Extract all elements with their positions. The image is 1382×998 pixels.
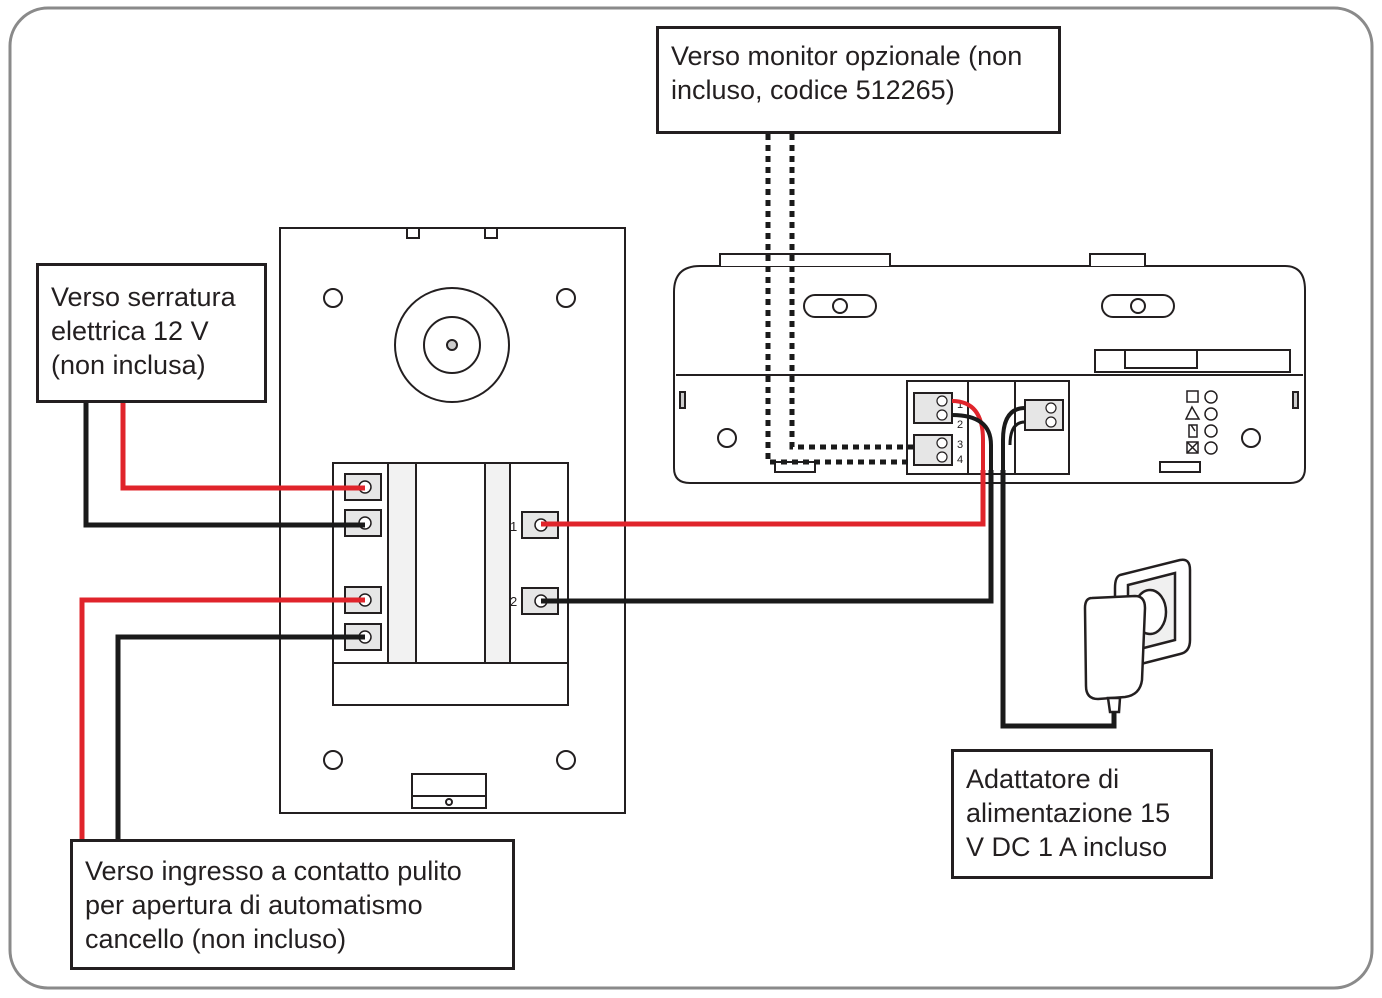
label-line: Adattatore di [966,764,1120,794]
wire-bus-black [541,470,994,604]
lock-icon [1188,424,1198,438]
terminal-number: 1 [957,399,963,411]
terminal-number: 3 [957,439,963,451]
terminal-number: 1 [510,519,517,534]
wire-internal-black [951,413,993,470]
status-icons [1184,390,1218,455]
wire-optional-monitor-2 [789,134,914,450]
power-adapter [1083,558,1192,714]
screw-hole [323,288,343,308]
terminal-screw [1045,416,1057,428]
wire-lock-red [120,403,365,491]
terminal-block-divider-right [484,462,511,664]
label-line: cancello (non incluso) [85,924,347,954]
outdoor-station [279,227,626,814]
wire-internal-red [951,399,985,470]
monitor-terminal-block [1024,399,1064,431]
label-line: incluso, codice 512265) [671,75,955,105]
terminal-screw [1045,402,1057,414]
wire-gate-black [115,634,365,839]
camera-lens-center [446,339,458,351]
label-optional-monitor: Verso monitor opzionale (non incluso, co… [656,26,1061,134]
label-line: alimentazione 15 [966,798,1171,828]
adapter-body [1083,594,1147,701]
monitor-housing-top-ridge [719,253,1146,266]
label-line: Verso ingresso a contatto pulito [85,856,462,886]
screw-hole [556,288,576,308]
tamper-icon [1186,390,1199,403]
status-led [1204,441,1218,455]
label-line: per apertura di automatismo [85,890,423,920]
monitor-mount-screw [1241,428,1261,448]
terminal-screw [936,451,948,463]
terminal-block-frame [332,462,569,706]
terminal-screw [936,395,948,407]
label-line: Verso monitor opzionale (non [671,41,1023,71]
terminal-number: 4 [957,454,963,466]
monitor-mount-screw [717,428,737,448]
adapter-strain-relief [1106,696,1122,714]
monitor-side-tab [679,391,686,409]
wire-internal-right-2 [1008,420,1026,446]
monitor-side-tab [1292,391,1299,409]
terminal-number: 2 [957,419,963,431]
wires [79,134,1117,839]
plate-notch-right [484,227,498,239]
terminal-screw [936,409,948,421]
label-line: (non inclusa) [51,350,206,380]
label-power-adapter: Adattatore di alimentazione 15 V DC 1 A … [951,749,1213,879]
label-line: Verso serratura [51,282,236,312]
monitor-slot-screw [832,298,848,314]
plate-notch-left [406,227,420,239]
warning-icon [1184,405,1201,420]
monitor-terminal-screws [936,395,1057,463]
wire-gate-red [79,597,365,839]
wire-lock-black [83,403,365,528]
wire-power [1000,470,1117,729]
wire-bus-red [541,470,986,527]
terminal-block-divider-left [387,462,417,664]
label-gate-input: Verso ingresso a contatto pulito per ape… [70,839,515,970]
label-line: elettrica 12 V [51,316,209,346]
wire-internal-right-1 [1001,406,1026,470]
terminal-number: 2 [510,594,517,609]
camera-icon-cross [1186,441,1199,454]
terminal-screw [936,437,948,449]
monitor-foot [1159,461,1201,473]
screw-hole [556,750,576,770]
label-line: V DC 1 A incluso [966,832,1168,862]
status-led [1204,407,1218,421]
label-electric-lock: Verso serratura elettrica 12 V (non incl… [36,263,267,403]
plate-latch-screw [445,798,453,806]
monitor-slot-screw [1130,298,1146,314]
monitor-label-strip [1124,349,1198,369]
status-led [1204,390,1218,404]
status-led [1204,424,1218,438]
screw-hole [323,750,343,770]
